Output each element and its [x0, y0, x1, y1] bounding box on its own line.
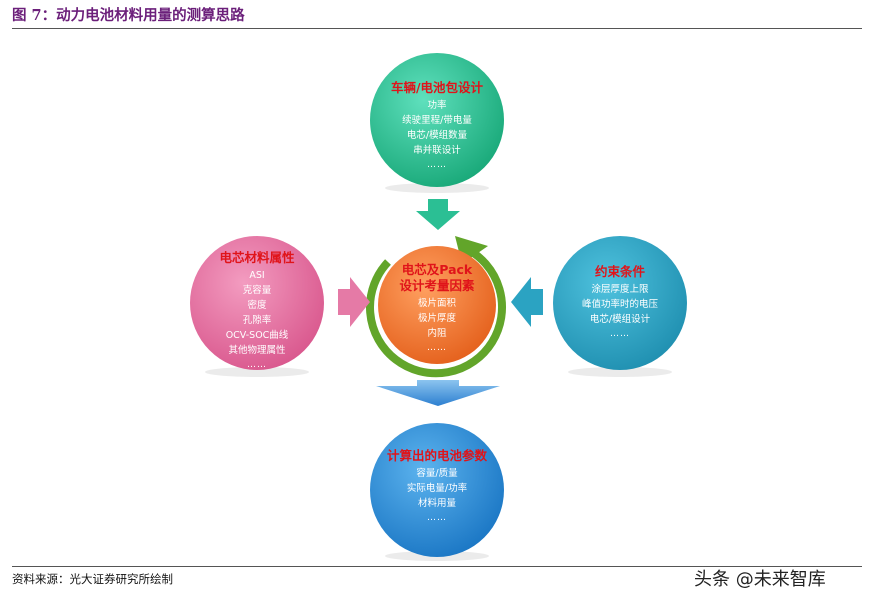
- node-cell-material-properties: 电芯材料属性 ASI 克容量 密度 孔隙率 OCV-SOC曲线 其他物理属性 ……: [197, 250, 317, 372]
- node-item: 克容量: [242, 285, 272, 296]
- node-item: 密度: [247, 300, 267, 311]
- node-item: 续驶里程/带电量: [402, 115, 472, 126]
- node-item: 峰值功率时的电压: [581, 299, 658, 310]
- node-item: 电芯/模组数量: [406, 130, 468, 141]
- node-ellipsis: ……: [610, 329, 630, 339]
- node-cell-pack-design-factors-heading-line1: 电芯及Pack: [401, 262, 473, 277]
- node-ellipsis: ……: [427, 160, 447, 170]
- node-item: 内阻: [427, 328, 447, 339]
- node-item: 极片面积: [417, 298, 456, 309]
- right-circle: [553, 236, 687, 370]
- node-item: 材料用量: [417, 498, 456, 509]
- node-vehicle-pack-design-heading: 车辆/电池包设计: [390, 80, 484, 95]
- node-item: ASI: [249, 270, 265, 281]
- node-constraints: 约束条件 涂层厚度上限 峰值功率时的电压 电芯/模组设计 ……: [560, 264, 680, 341]
- left-circle: [190, 236, 324, 370]
- node-item: 功率: [427, 100, 447, 111]
- node-item: 电芯/模组设计: [589, 314, 651, 325]
- arrow-center-to-bottom: [376, 380, 500, 406]
- arrow-right-to-center: [511, 277, 543, 327]
- node-item: 其他物理属性: [228, 345, 286, 356]
- source-note: 资料来源：光大证券研究所绘制: [12, 572, 173, 586]
- figure-title: 图 7：动力电池材料用量的测算思路: [12, 7, 245, 24]
- node-item: 实际电量/功率: [406, 483, 468, 494]
- node-item: 极片厚度: [417, 313, 456, 324]
- bottom-circle: [370, 423, 504, 557]
- node-item: OCV-SOC曲线: [225, 330, 289, 341]
- node-item: 容量/质量: [416, 468, 458, 479]
- arrow-left-to-center: [338, 277, 370, 327]
- watermark: 头条 @未来智库: [694, 569, 826, 590]
- node-ellipsis: ……: [427, 343, 447, 353]
- center-circle: [378, 246, 496, 364]
- node-cell-material-properties-heading: 电芯材料属性: [219, 250, 295, 265]
- node-item: 串并联设计: [413, 145, 461, 156]
- node-ellipsis: ……: [247, 360, 267, 370]
- node-cell-pack-design-factors: 电芯及Pack 设计考量因素 极片面积 极片厚度 内阻 ……: [382, 262, 492, 355]
- node-vehicle-pack-design: 车辆/电池包设计 功率 续驶里程/带电量 电芯/模组数量 串并联设计 ……: [377, 80, 497, 172]
- source-rule: [12, 566, 862, 567]
- center-ring-arc: [366, 244, 507, 378]
- title-rule: [12, 28, 862, 29]
- node-calculated-battery-parameters-heading: 计算出的电池参数: [386, 448, 487, 463]
- node-cell-pack-design-factors-heading-line2: 设计考量因素: [399, 278, 475, 293]
- node-constraints-heading: 约束条件: [594, 264, 645, 279]
- top-circle: [370, 53, 504, 187]
- node-calculated-battery-parameters: 计算出的电池参数 容量/质量 实际电量/功率 材料用量 ……: [377, 448, 497, 525]
- node-item: 孔隙率: [242, 315, 272, 326]
- left-circle-shadow: [205, 367, 309, 377]
- arrow-top-to-center: [416, 199, 460, 230]
- node-ellipsis: ……: [427, 513, 447, 523]
- node-item: 涂层厚度上限: [591, 284, 649, 295]
- right-circle-shadow: [568, 367, 672, 377]
- top-circle-shadow: [385, 183, 489, 193]
